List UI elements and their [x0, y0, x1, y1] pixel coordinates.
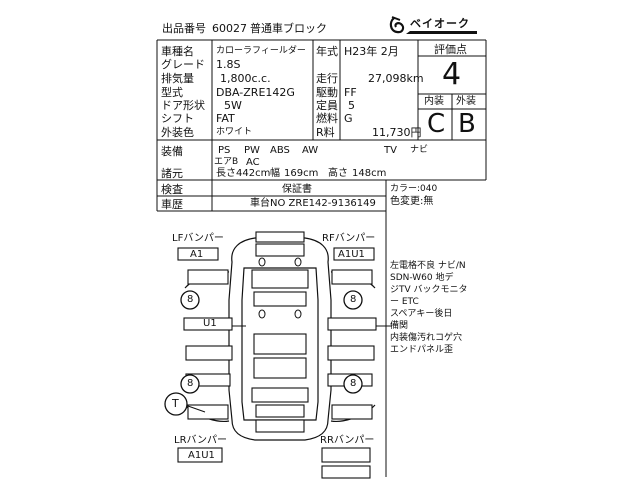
drive-value: FF: [344, 86, 357, 99]
spec-label-displacement: 排気量: [161, 72, 194, 85]
block-name: 普通車ブロック: [250, 22, 327, 35]
spec-label-model: 車種名: [161, 45, 194, 58]
spec-value-grade: 1.8S: [216, 58, 241, 71]
drive-label: 駆動: [316, 86, 338, 99]
grade-label: 評価点: [434, 43, 467, 56]
spec-value-type: DBA-ZRE142G: [216, 86, 295, 99]
length-label: 長さ: [216, 168, 236, 179]
equip-ps: PS: [218, 145, 231, 156]
logo-text: ベイオーク: [410, 17, 470, 30]
color-code: カラー:040: [390, 184, 438, 194]
interior-label: 内装: [424, 96, 444, 107]
spec-label-type: 型式: [161, 86, 183, 99]
color-change: 色変更:無: [390, 196, 434, 207]
capacity-value: 5: [348, 99, 355, 112]
tire-mark-lf: 8: [187, 294, 194, 305]
rf-bumper-value: A1U1: [338, 249, 365, 260]
equip-tv: TV: [384, 145, 397, 156]
rf-bumper-label: RFバンパー: [322, 233, 376, 244]
tire-mark-rr: 8: [350, 378, 357, 389]
spare-tire-mark: T: [172, 397, 179, 410]
length-value: 442cm: [236, 168, 271, 179]
lf-bumper-value: A1: [190, 249, 204, 260]
mileage-label: 走行: [316, 72, 338, 85]
lf-bumper-label: LFバンパー: [172, 233, 224, 244]
equip-ac: AC: [246, 157, 260, 168]
exterior-label: 外装: [456, 96, 476, 107]
spec-label-color: 外装色: [161, 126, 194, 139]
spec-value-door: 5W: [224, 99, 242, 112]
spec-label-door: ドア形状: [161, 99, 205, 112]
spec-label-grade: グレード: [161, 58, 205, 71]
inspection-label: 検査: [161, 183, 183, 196]
width-value: 169cm: [284, 168, 319, 179]
left-door-mark: U1: [203, 318, 217, 329]
equip-airbag: エアB: [214, 157, 239, 167]
spec-label-shift: シフト: [161, 112, 194, 125]
lr-bumper-value: A1U1: [188, 450, 215, 461]
spec-value-displacement: 1,800c.c.: [220, 72, 271, 85]
note-line: 左電格不良 ナビ/N: [390, 261, 466, 271]
fuel-value: G: [344, 112, 353, 125]
rr-bumper-label: RRバンパー: [320, 435, 375, 446]
equipment-label: 装備: [161, 145, 183, 158]
company-logo: ベイオーク: [388, 14, 480, 38]
note-line: ジTV バックモニタ: [390, 285, 468, 295]
year-value: H23年 2月: [344, 45, 399, 58]
equip-pw: PW: [244, 145, 260, 156]
dimensions-label: 諸元: [161, 167, 183, 180]
height-value: 148cm: [352, 168, 387, 179]
lot-number: 60027: [212, 22, 247, 35]
history-label: 車歴: [161, 198, 183, 211]
note-line: 内装傷汚れコゲ穴: [390, 333, 463, 343]
inspection-value: 保証書: [282, 184, 312, 195]
note-line: スペアキー後日: [390, 309, 453, 319]
spec-value-shift: FAT: [216, 112, 235, 125]
logo-mark-icon: [389, 16, 477, 34]
recycle-value: 11,730円: [372, 126, 422, 139]
year-label: 年式: [316, 45, 338, 58]
spec-value-model: カローラフィールダー: [216, 46, 306, 56]
note-line: SDN-W60 地デ: [390, 273, 454, 283]
equip-navi: ナビ: [410, 145, 429, 155]
note-line: エンドパネル歪: [390, 345, 454, 355]
lot-label: 出品番号: [162, 22, 206, 35]
height-label: 高さ: [328, 168, 348, 179]
mileage-value: 27,098km: [368, 72, 424, 85]
equip-abs: ABS: [270, 145, 290, 156]
tire-mark-rf: 8: [350, 294, 357, 305]
tire-mark-lr: 8: [187, 378, 194, 389]
interior-grade: C: [427, 109, 446, 139]
equip-aw: AW: [302, 145, 319, 156]
note-line: ー ETC: [390, 297, 419, 307]
recycle-label: R料: [316, 126, 335, 139]
lr-bumper-label: LRバンパー: [174, 435, 228, 446]
chassis-number: 車台NO ZRE142-9136149: [250, 198, 376, 209]
width-label: 幅: [270, 168, 280, 179]
fuel-label: 燃料: [316, 112, 338, 125]
exterior-grade: B: [458, 109, 476, 139]
spec-value-color: ホワイト: [216, 127, 253, 137]
capacity-label: 定員: [316, 99, 338, 112]
grade-score: 4: [442, 57, 462, 92]
note-line: 備関: [390, 321, 409, 331]
